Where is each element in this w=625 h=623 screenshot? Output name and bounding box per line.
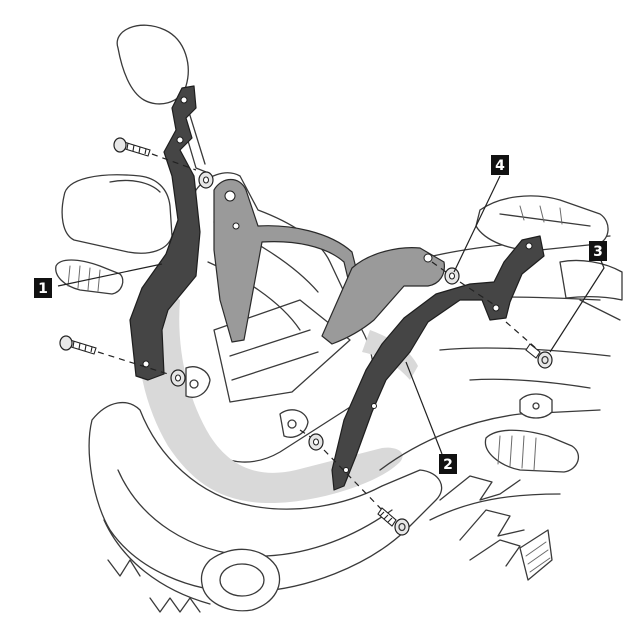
svg-text:1: 1 xyxy=(38,281,48,297)
lower-fairing xyxy=(88,401,443,593)
washer-icon xyxy=(444,267,460,285)
callout-1: 1 xyxy=(34,278,52,298)
left-mounting-bracket xyxy=(129,85,201,381)
left-hand-guard xyxy=(61,174,173,254)
callout-2: 2 xyxy=(439,454,457,474)
headlight xyxy=(200,548,281,612)
callout-4: 4 xyxy=(491,155,509,175)
bolt-icon xyxy=(113,137,151,157)
right-indicator xyxy=(484,429,580,473)
left-mirror xyxy=(116,24,189,105)
right-mounting-bracket xyxy=(331,235,545,491)
svg-text:2: 2 xyxy=(443,457,453,473)
washer-icon xyxy=(308,433,324,451)
callout-3: 3 xyxy=(589,241,607,261)
fasteners xyxy=(59,137,553,536)
bolt-icon xyxy=(377,507,410,536)
support-frame xyxy=(213,178,445,345)
fairing-highlight xyxy=(138,296,403,504)
washer-icon xyxy=(170,369,186,387)
right-upper-frame xyxy=(475,195,609,251)
leader-lines xyxy=(57,175,605,455)
bolt-icon xyxy=(525,343,553,369)
svg-text:3: 3 xyxy=(593,244,603,260)
washer-icon xyxy=(198,171,214,189)
svg-text:4: 4 xyxy=(495,158,505,174)
bolt-icon xyxy=(59,335,97,355)
